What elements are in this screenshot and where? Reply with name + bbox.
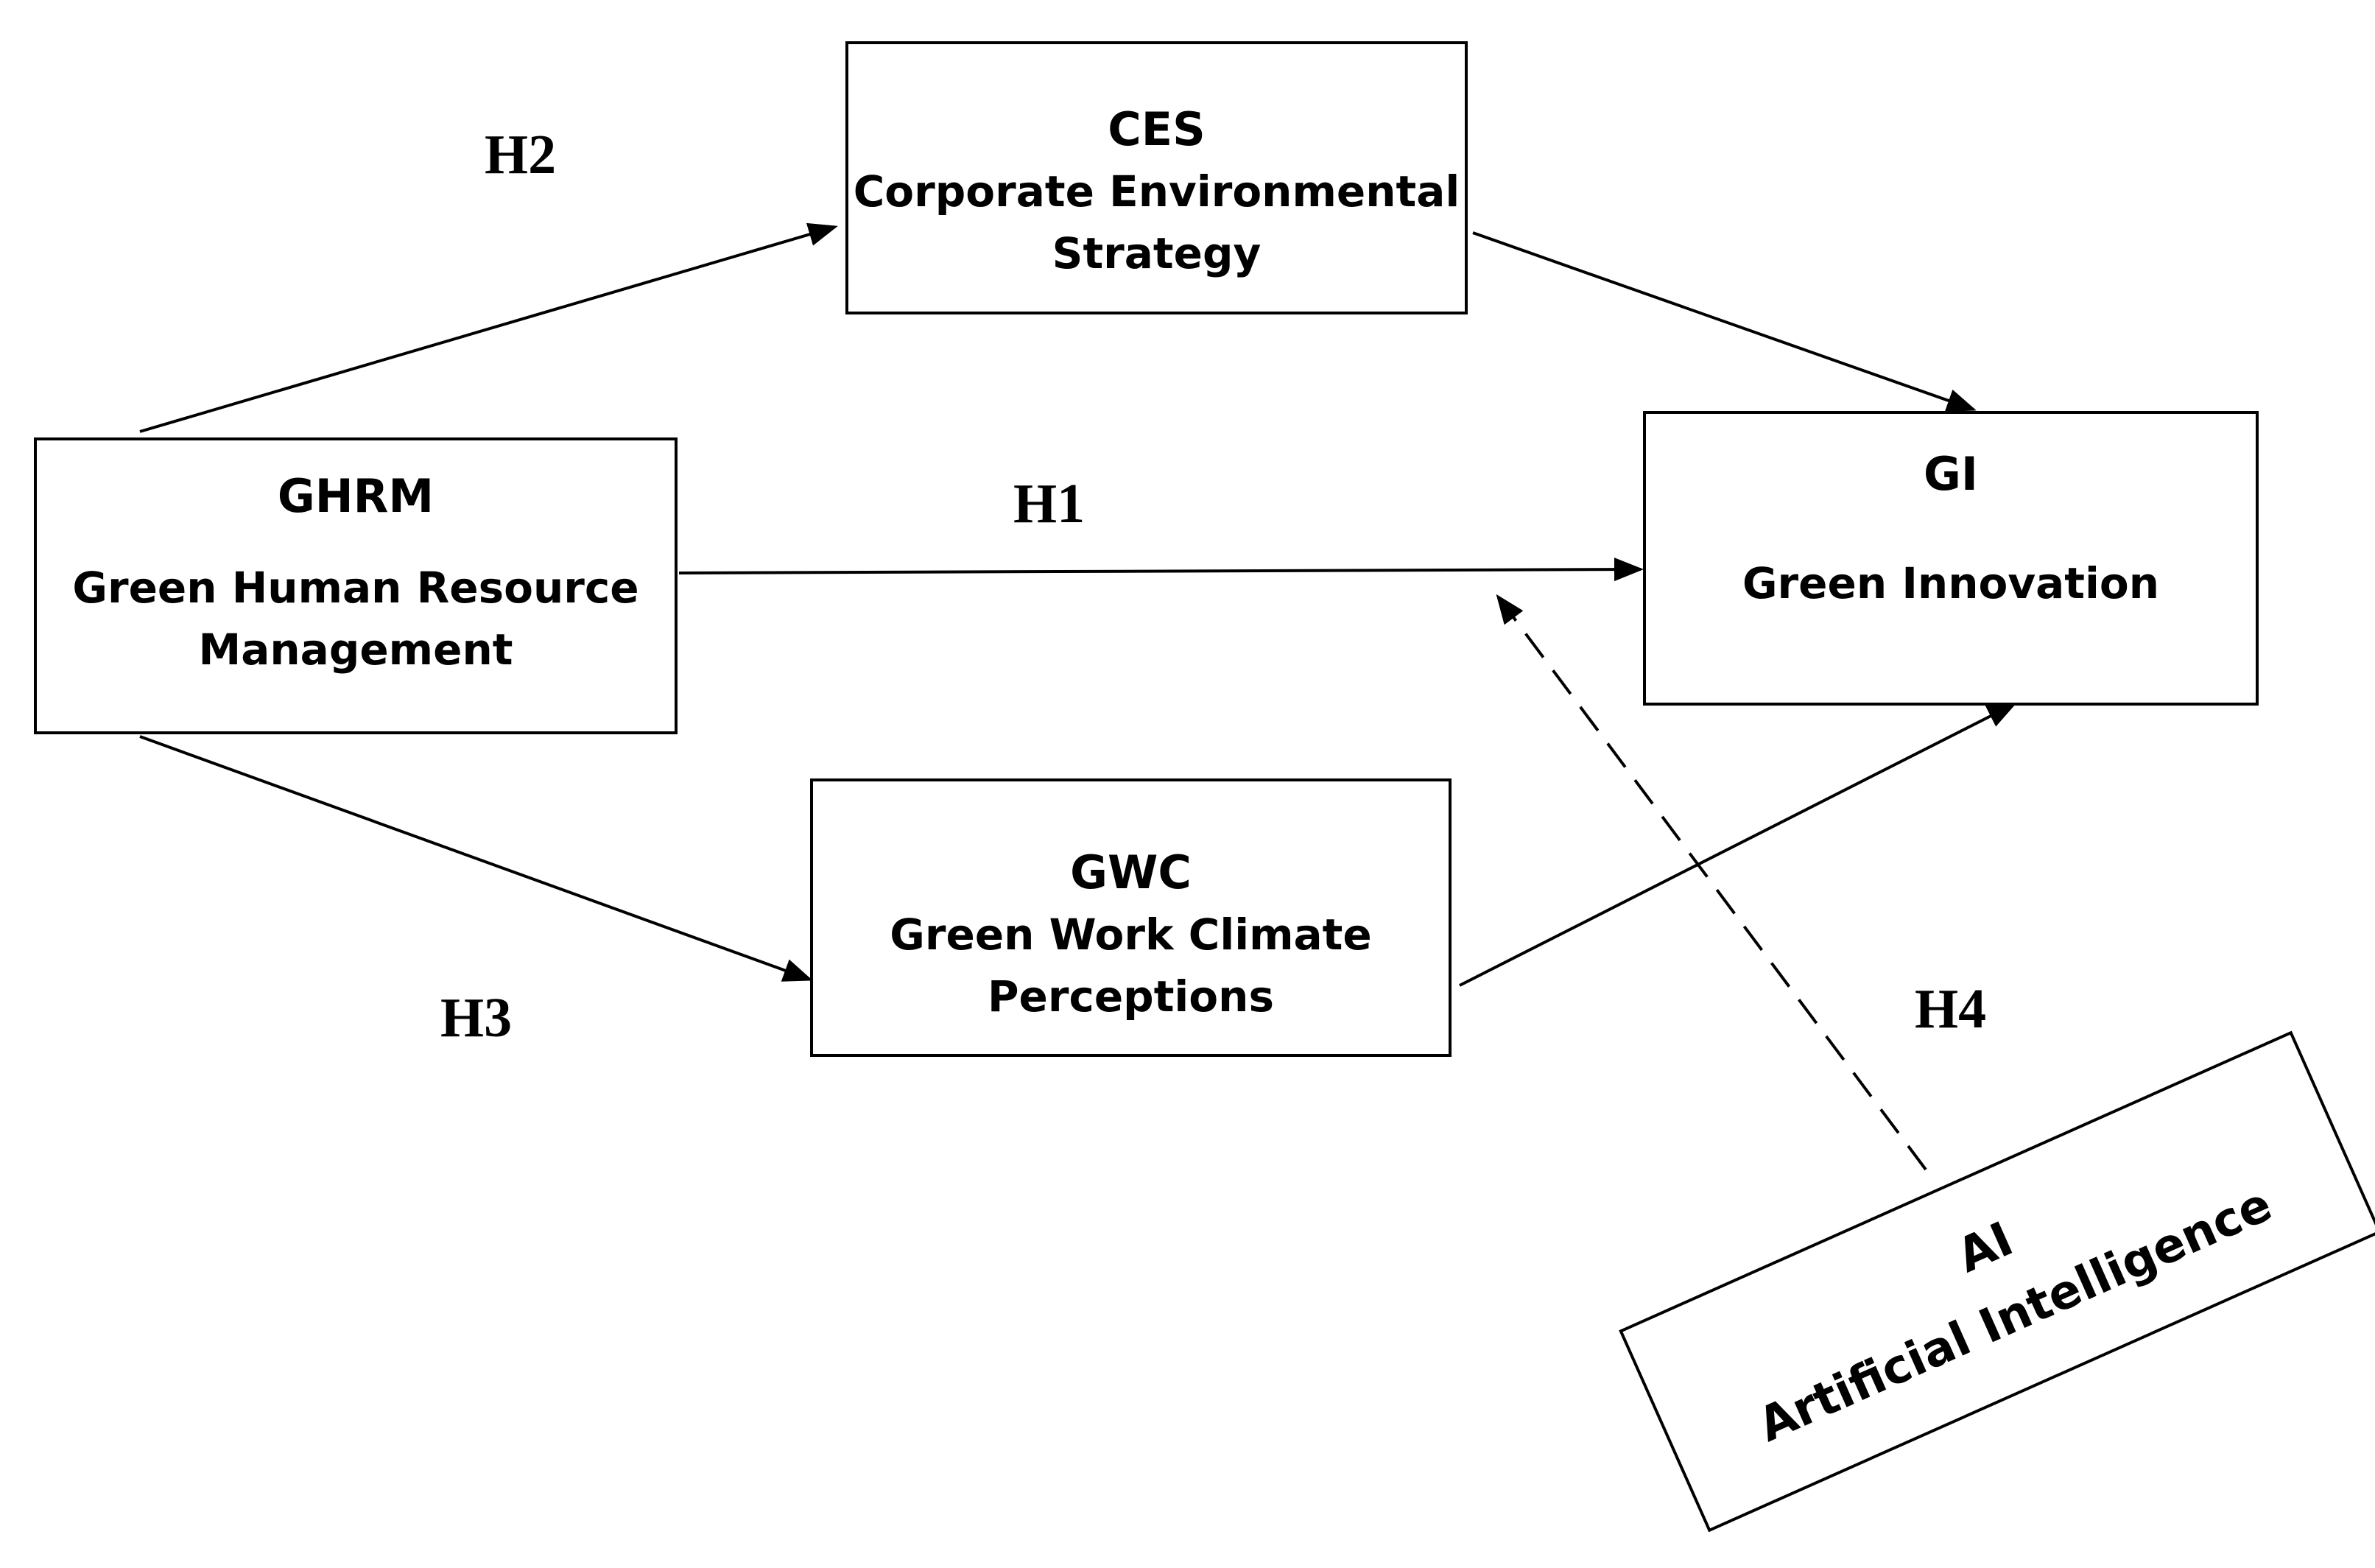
- node-gi-abbr: GI: [1924, 447, 1978, 501]
- hypothesis-label-h4: H4: [1915, 978, 1987, 1040]
- node-gwc-name-line2: Perceptions: [988, 971, 1274, 1022]
- edge-ces-to-gi: [1472, 231, 1977, 412]
- node-ces-name-line1: Corporate Environmental: [853, 166, 1460, 217]
- edge-ghrm-to-gwc: [139, 735, 813, 982]
- node-gi: GI Green Innovation: [1643, 411, 2259, 706]
- hypothesis-label-h3: H3: [440, 987, 513, 1049]
- node-ghrm: GHRM Green Human Resource Management: [34, 437, 678, 734]
- hypothesis-label-h2: H2: [485, 124, 557, 186]
- node-gwc: GWC Green Work Climate Perceptions: [810, 778, 1452, 1057]
- node-ghrm-name-line1: Green Human Resource: [72, 563, 639, 613]
- node-ces-abbr: CES: [1108, 102, 1206, 156]
- node-gi-name: Green Innovation: [1742, 558, 2160, 608]
- edge-ghrm-to-ces: [139, 222, 838, 433]
- node-ces-name-line2: Strategy: [1052, 228, 1262, 278]
- node-ghrm-name-line2: Management: [198, 625, 513, 675]
- hypothesis-label-h1: H1: [1013, 473, 1086, 535]
- node-ghrm-abbr: GHRM: [277, 469, 434, 523]
- edge-ghrm-to-gi: [678, 558, 1644, 582]
- edge-ai-moderation: [1496, 594, 1927, 1171]
- node-ces: CES Corporate Environmental Strategy: [845, 41, 1468, 314]
- edge-gwc-to-gi: [1459, 703, 2017, 987]
- node-gwc-name-line1: Green Work Climate: [890, 910, 1372, 960]
- node-gwc-abbr: GWC: [1070, 845, 1192, 899]
